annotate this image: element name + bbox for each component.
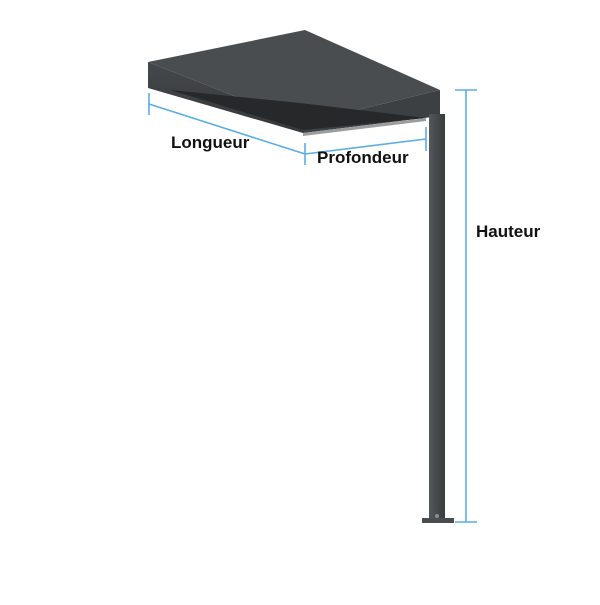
height-label: Hauteur: [476, 222, 541, 241]
depth-label: Profondeur: [317, 148, 409, 167]
base-plate: [422, 518, 454, 523]
post: [429, 114, 445, 521]
length-label: Longueur: [171, 133, 250, 152]
base-bolt: [435, 514, 439, 518]
dimension-depth: [304, 127, 427, 155]
dimension-height: [455, 89, 477, 523]
roof-top: [148, 30, 440, 123]
roof-underside-edge: [303, 118, 426, 136]
roof-underside: [170, 90, 426, 130]
